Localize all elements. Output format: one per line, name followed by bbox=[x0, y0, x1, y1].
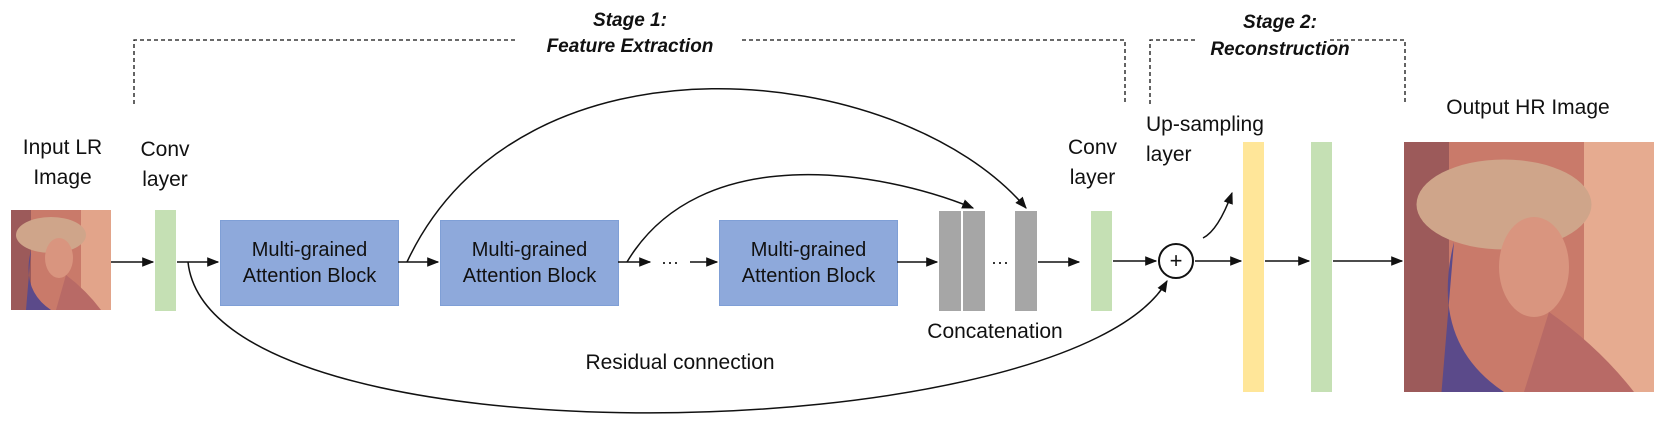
concat-label: Concatenation bbox=[927, 320, 1063, 343]
input-label-line2: Image bbox=[33, 166, 92, 189]
input-lr-image bbox=[11, 210, 111, 310]
conv2-label-line2: layer bbox=[1069, 166, 1116, 189]
upsampling-pointer bbox=[1202, 191, 1233, 239]
block3-line2: Attention Block bbox=[741, 265, 876, 287]
block1-line2: Attention Block bbox=[242, 265, 377, 287]
stage1-bracket bbox=[133, 39, 1126, 104]
conv-layer-1 bbox=[155, 210, 176, 311]
block2-line1: Multi-grained bbox=[471, 239, 588, 261]
output-hr-image bbox=[1404, 142, 1654, 392]
stage1-title: Stage 1: bbox=[593, 10, 667, 31]
conv1-label-line1: Conv bbox=[140, 138, 190, 161]
conv-layer-2 bbox=[1091, 211, 1112, 311]
stage2-title: Stage 2: bbox=[1243, 12, 1317, 33]
concat-bar-3 bbox=[1015, 211, 1037, 311]
upsampling-label-line1: Up-sampling bbox=[1146, 113, 1264, 136]
block1-line1: Multi-grained bbox=[251, 239, 368, 261]
conv1-label-line2: layer bbox=[142, 168, 188, 191]
upsampling-layer bbox=[1243, 142, 1264, 392]
output-label: Output HR Image bbox=[1446, 96, 1610, 119]
concat-bar-1 bbox=[939, 211, 961, 311]
conv2-label-line1: Conv bbox=[1067, 136, 1118, 159]
sum-node: + bbox=[1158, 243, 1194, 279]
final-conv-layer bbox=[1311, 142, 1332, 392]
stage1-subtitle: Feature Extraction bbox=[546, 36, 714, 57]
residual-label: Residual connection bbox=[585, 351, 775, 374]
stage2-bracket bbox=[1149, 39, 1406, 104]
upsampling-label-line2: layer bbox=[1146, 143, 1192, 166]
stage2-subtitle: Reconstruction bbox=[1210, 39, 1350, 60]
input-label-line1: Input LR bbox=[22, 136, 103, 159]
skip-arc-block2 bbox=[626, 173, 975, 263]
concat-ellipsis: ··· bbox=[991, 252, 1009, 272]
concat-bar-2 bbox=[963, 211, 985, 311]
block3-line1: Multi-grained bbox=[750, 239, 867, 261]
block2-line2: Attention Block bbox=[462, 265, 597, 287]
residual-arc bbox=[187, 261, 1168, 414]
skip-arc-block1 bbox=[406, 88, 1027, 263]
blocks-ellipsis: ··· bbox=[661, 252, 679, 272]
plus-symbol: + bbox=[1169, 248, 1183, 273]
